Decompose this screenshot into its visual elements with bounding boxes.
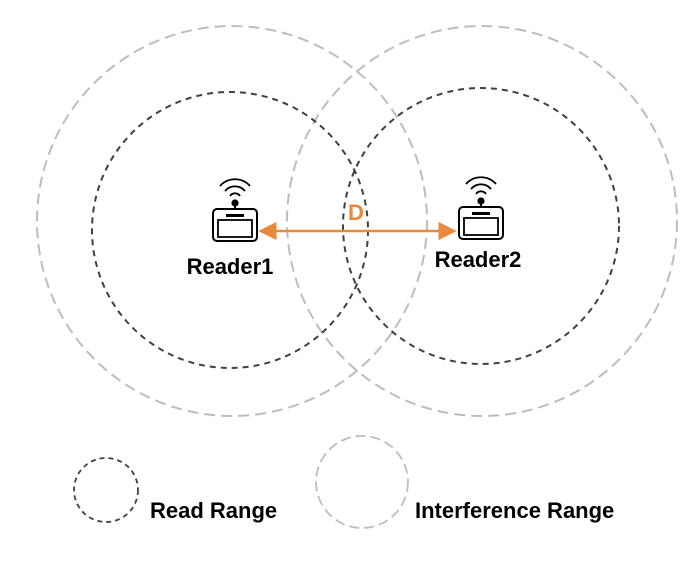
rfid-reader-icon <box>458 176 504 240</box>
reader1-interference-range <box>36 25 428 417</box>
interference-range-legend-label: Interference Range <box>415 498 614 523</box>
read-range-legend-swatch <box>73 457 139 523</box>
rfid-reader-icon <box>212 178 258 242</box>
read-range-legend-label: Read Range <box>150 498 277 523</box>
reader1: Reader1 <box>187 178 274 279</box>
distance-label: D <box>348 200 364 225</box>
reader1-label: Reader1 <box>187 254 274 279</box>
reader2: Reader2 <box>435 176 522 272</box>
interference-range-legend-swatch <box>315 435 409 529</box>
legend: Read Range Interference Range <box>73 435 614 529</box>
reader2-interference-range <box>286 25 678 417</box>
reader2-label: Reader2 <box>435 247 522 272</box>
